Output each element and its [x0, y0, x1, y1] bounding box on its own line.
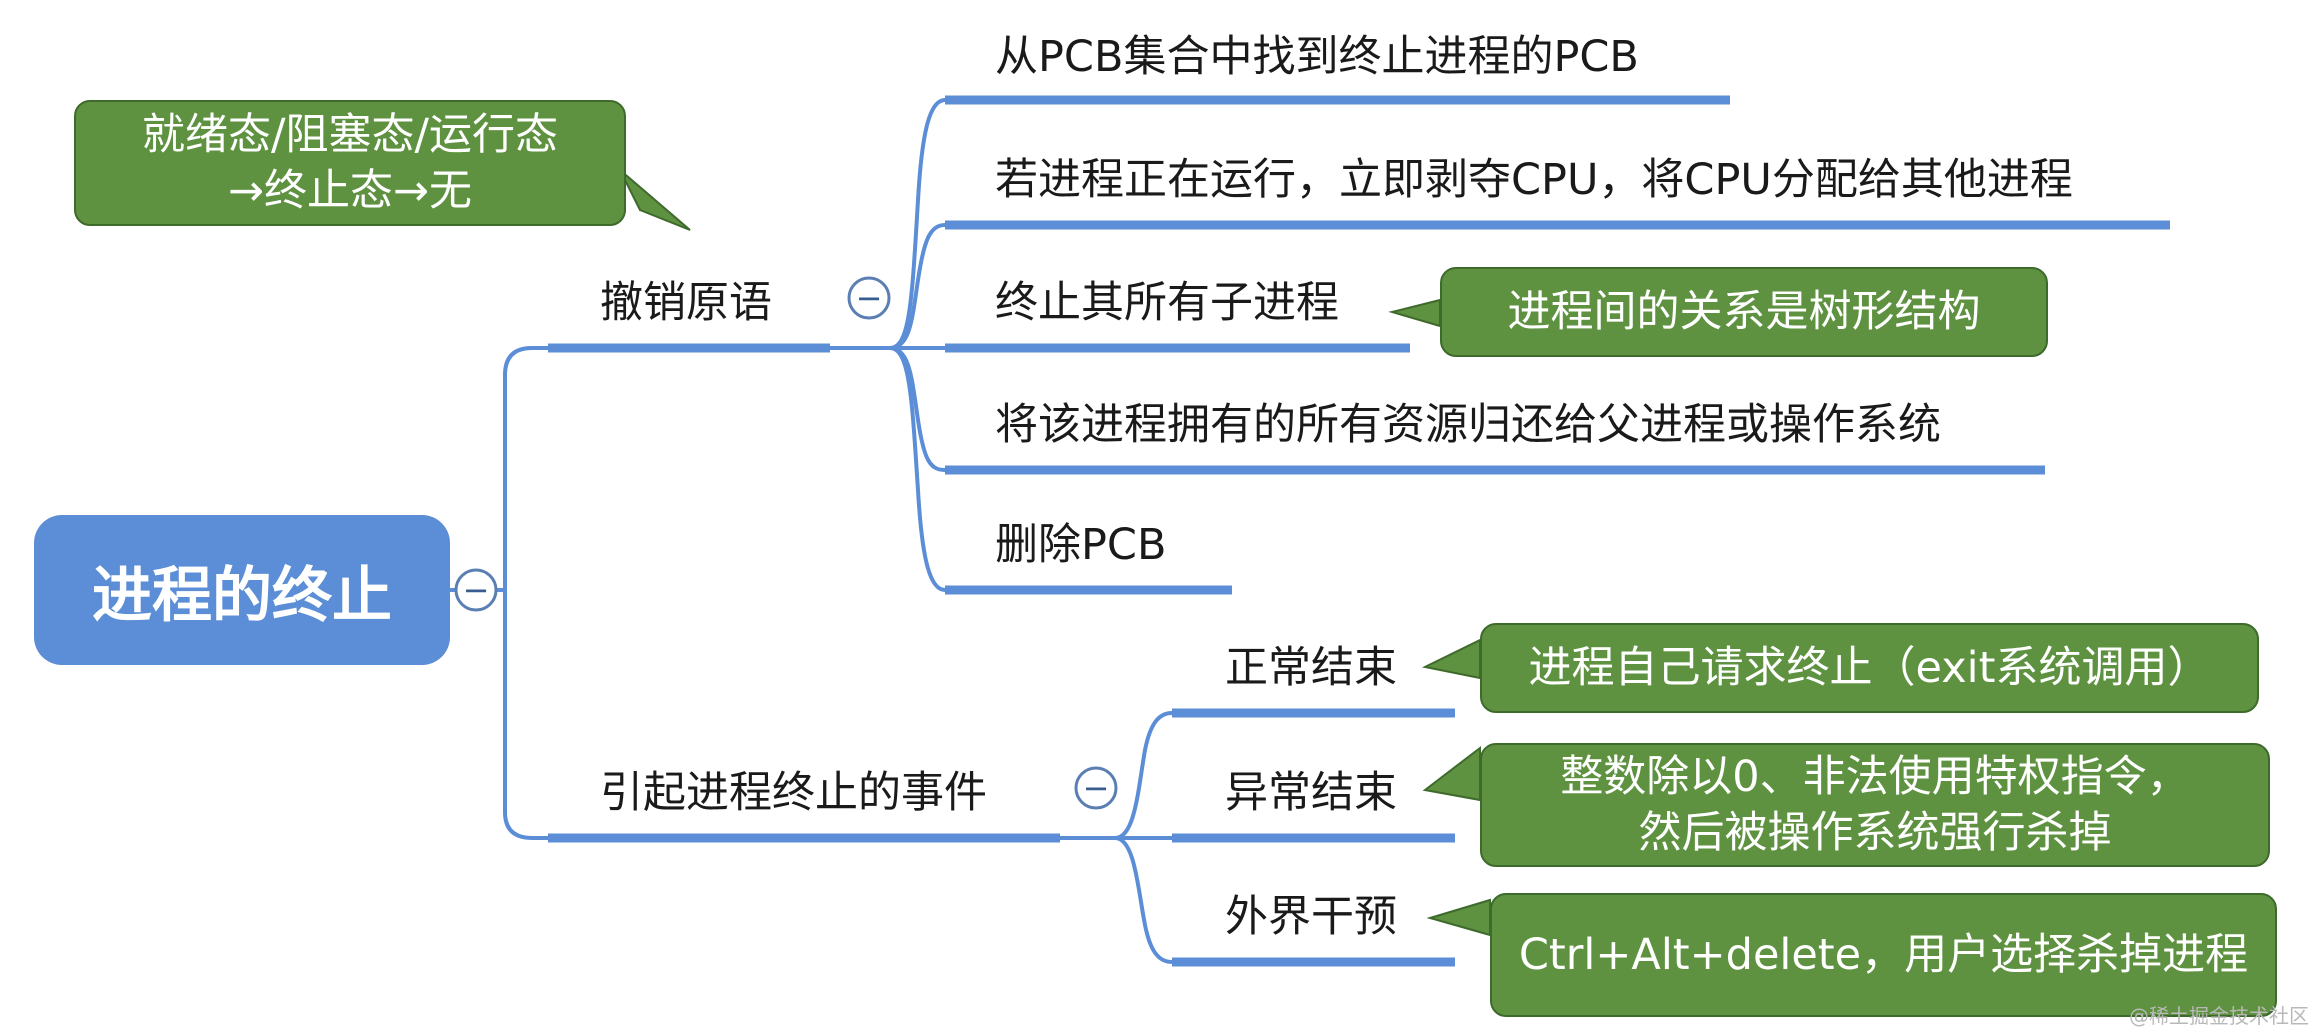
- root-node[interactable]: 进程的终止: [34, 515, 450, 665]
- callout-state-transition: 就绪态/阻塞态/运行态 →终止态→无: [74, 100, 626, 226]
- callout-external-line-1: Ctrl+Alt+delete，用户选择杀掉进程: [1518, 930, 2249, 980]
- callout-abnormal-line-2: 然后被操作系统强行杀掉: [1638, 808, 2112, 858]
- callout-external: Ctrl+Alt+delete，用户选择杀掉进程: [1490, 893, 2277, 1017]
- step-preempt-cpu[interactable]: 若进程正在运行，立即剥夺CPU，将CPU分配给其他进程: [995, 155, 2073, 205]
- callout-normal-end: 进程自己请求终止（exit系统调用）: [1480, 623, 2259, 713]
- collapse-toggle-revoke[interactable]: −: [847, 276, 891, 320]
- callout-pointer-normal: [1421, 638, 1481, 680]
- callout-state-line-2: →终止态→无: [227, 166, 473, 216]
- step-terminate-children[interactable]: 终止其所有子进程: [995, 278, 1339, 328]
- event-normal-end[interactable]: 正常结束: [1225, 643, 1397, 693]
- svg-text:−: −: [1083, 769, 1110, 807]
- callout-tree-line-1: 进程间的关系是树形结构: [1507, 287, 1981, 337]
- step-return-resources[interactable]: 将该进程拥有的所有资源归还给父进程或操作系统: [995, 400, 1941, 450]
- callout-state-line-1: 就绪态/阻塞态/运行态: [142, 110, 558, 160]
- callout-pointer-external: [1426, 898, 1491, 937]
- event-external-intervention[interactable]: 外界干预: [1225, 892, 1397, 942]
- callout-abnormal-line-1: 整数除以0、非法使用特权指令，: [1560, 752, 2190, 802]
- svg-text:−: −: [463, 571, 490, 609]
- callout-tree-structure: 进程间的关系是树形结构: [1440, 267, 2048, 357]
- watermark: @稀土掘金技术社区: [2129, 1004, 2309, 1028]
- root-label: 进程的终止: [92, 560, 392, 631]
- callout-pointer-tree: [1388, 298, 1441, 328]
- callout-pointer-state: [619, 169, 691, 231]
- callout-normal-line-1: 进程自己请求终止（exit系统调用）: [1528, 643, 2211, 693]
- callout-pointer-abnormal: [1422, 745, 1481, 802]
- event-abnormal-end[interactable]: 异常结束: [1225, 768, 1397, 818]
- callout-abnormal-end: 整数除以0、非法使用特权指令， 然后被操作系统强行杀掉: [1480, 743, 2270, 867]
- step-find-pcb[interactable]: 从PCB集合中找到终止进程的PCB: [995, 32, 1639, 82]
- step-delete-pcb[interactable]: 删除PCB: [995, 520, 1167, 570]
- collapse-toggle-events[interactable]: −: [1074, 766, 1118, 810]
- branch-revoke-primitive[interactable]: 撤销原语: [600, 278, 772, 328]
- branch-termination-events[interactable]: 引起进程终止的事件: [600, 768, 987, 818]
- svg-text:−: −: [856, 279, 883, 317]
- collapse-toggle-root[interactable]: −: [454, 568, 498, 612]
